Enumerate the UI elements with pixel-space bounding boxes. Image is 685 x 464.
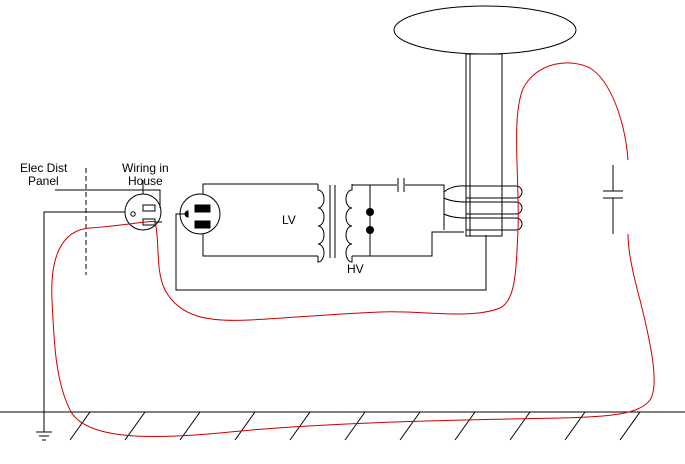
panel-label-line1: Elec Dist (20, 161, 68, 175)
primary-capacitor (397, 178, 405, 192)
spark-gap (366, 208, 374, 234)
ground-plane (0, 411, 685, 441)
earth-ground-icon (36, 211, 138, 441)
stray-capacitance (603, 165, 623, 234)
lv-circuit-wires (175, 183, 487, 291)
outlet-supply-wires (55, 189, 162, 223)
wiring-label-line1: Wiring in (122, 161, 169, 175)
tesla-primary-windings (443, 185, 523, 231)
hv-circuit-wires (352, 184, 464, 257)
transformer-core (329, 185, 336, 258)
hv-label: HV (347, 262, 364, 276)
wiring-label-line2: House (128, 174, 163, 188)
lv-label: LV (282, 213, 296, 227)
tesla-secondary-column (465, 53, 503, 237)
coil-plug (179, 193, 221, 235)
transformer-secondary-coil (345, 184, 353, 263)
red-return-path (51, 62, 655, 438)
panel-label-line2: Panel (28, 174, 59, 188)
transformer-primary-coil (317, 184, 325, 263)
top-load-toroid (393, 5, 577, 55)
